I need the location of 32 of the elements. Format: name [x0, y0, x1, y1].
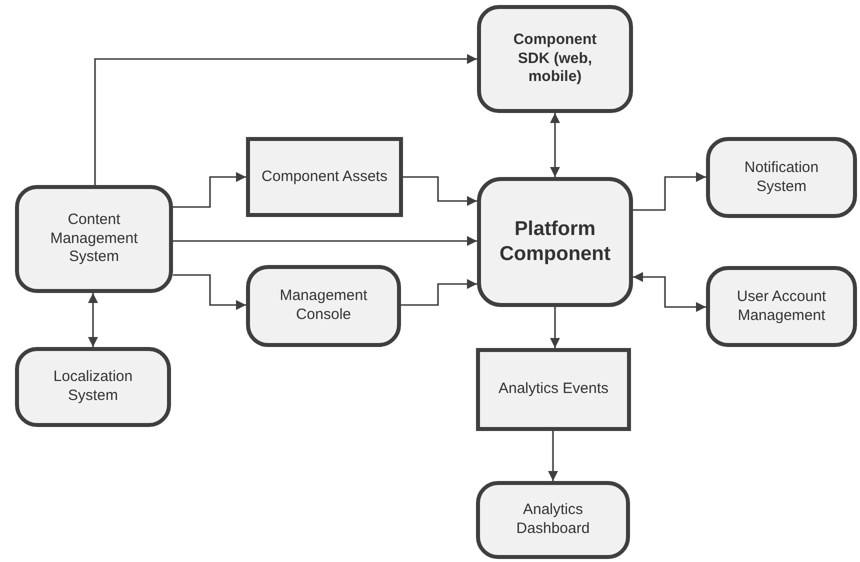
rounded-process-box [477, 5, 633, 113]
node-label: Platform Component [498, 217, 612, 267]
node-label: Management Console [278, 287, 368, 325]
node-label: Analytics Dashboard [515, 501, 591, 539]
node-label: Component Assets [262, 168, 388, 186]
rounded-process-box [246, 265, 401, 347]
arrow [633, 272, 706, 312]
rounded-process-box [477, 177, 633, 307]
node-label: Component SDK (web, mobile) [512, 30, 598, 88]
node-label: User Account Management [736, 288, 828, 326]
arrow [173, 274, 246, 310]
arrow [633, 172, 706, 211]
node-label: Localization System [52, 368, 134, 406]
arrow [88, 293, 98, 347]
arrow [94, 54, 477, 185]
node-label: Notification System [743, 158, 820, 196]
rounded-process-box [706, 266, 857, 347]
node-label: Analytics Events [498, 380, 609, 399]
arrow [403, 176, 477, 206]
arrow [550, 113, 560, 177]
arrow [401, 279, 477, 306]
rounded-process-box [15, 185, 173, 293]
arrow [548, 431, 558, 481]
node-label: Content Management System [49, 210, 139, 268]
rounded-process-box [706, 137, 857, 218]
process-box [246, 137, 403, 217]
rounded-process-box [15, 347, 171, 427]
arrow [173, 172, 246, 208]
process-box [476, 348, 631, 431]
arrow [550, 307, 560, 348]
arrow [173, 236, 477, 246]
rounded-process-box [476, 481, 630, 559]
